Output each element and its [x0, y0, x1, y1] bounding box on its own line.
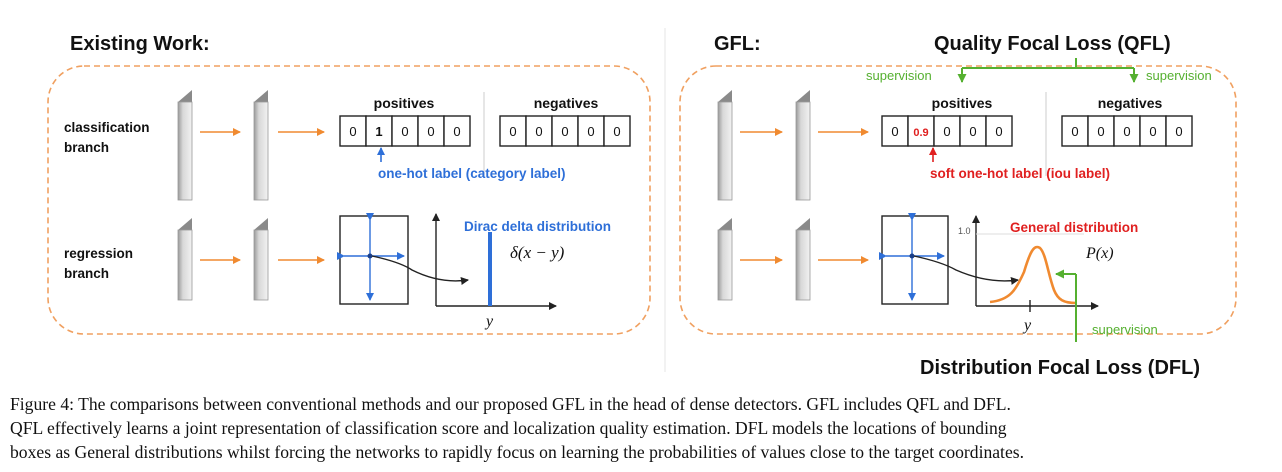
left-classification-label-line2: branch	[64, 140, 109, 155]
dfl-supervision-bracket	[1055, 269, 1077, 342]
figure-caption: Figure 4: The comparisons between conven…	[10, 392, 1278, 464]
label-cell-value: 0	[1097, 124, 1104, 139]
right-panel-title: GFL:	[714, 33, 761, 55]
right-dist-title: General distribution	[1010, 220, 1138, 235]
label-cell-value: 0	[1123, 124, 1130, 139]
label-cell-value: 0	[561, 124, 568, 139]
label-cell-value: 0	[427, 124, 434, 139]
left-axis-label: y	[484, 313, 494, 330]
caption-line-2: QFL effectively learns a joint represent…	[10, 418, 1007, 438]
label-cell	[551, 115, 579, 147]
supervision-label-bottom: supervision	[1092, 322, 1158, 337]
caption-line-1: Figure 4: The comparisons between conven…	[10, 394, 1011, 414]
right-box-to-dist-arrow	[913, 255, 1019, 285]
label-cell-value: 0	[969, 124, 976, 139]
right-reg-feature-map-1	[717, 218, 733, 301]
label-cell-value: 0	[613, 124, 620, 139]
label-cell-value: 0	[943, 124, 950, 139]
right-axis-label: y	[1022, 317, 1032, 334]
label-cell-value: 0	[1071, 124, 1078, 139]
left-regression-label-line1: regression	[64, 246, 133, 261]
label-cell	[391, 115, 419, 147]
left-panel-title: Existing Work:	[70, 33, 210, 55]
right-positives-vector: 0 0.9 0 0 0	[881, 115, 1013, 147]
label-cell	[499, 115, 527, 147]
dfl-title: Distribution Focal Loss (DFL)	[920, 357, 1200, 379]
left-cls-feature-map-2	[253, 90, 269, 201]
gfl-comparison-figure: Existing Work: classification branch reg…	[47, 28, 1237, 379]
left-dist-formula: δ(x − y)	[510, 243, 565, 262]
right-general-dist-plot	[972, 215, 1099, 312]
label-cell-value: 0	[995, 124, 1002, 139]
left-label-note: one-hot label (category label)	[378, 166, 566, 181]
label-cell	[881, 115, 909, 147]
right-panel-dashed-border	[679, 65, 1237, 335]
label-cell-value: 0	[401, 124, 408, 139]
right-axis-tick-top: 1.0	[958, 226, 971, 236]
label-cell	[959, 115, 987, 147]
label-cell	[443, 115, 471, 147]
left-box-to-dist-arrow	[371, 255, 469, 285]
left-positives-vector: 0 1 0 0 0	[339, 115, 471, 147]
label-cell-value: 0	[891, 124, 898, 139]
left-negatives-vector: 0 0 0 0 0	[499, 115, 631, 147]
label-cell-value: 0	[453, 124, 460, 139]
right-cls-feature-map-2	[795, 90, 811, 201]
left-cls-feature-map-1	[177, 90, 193, 201]
label-cell	[1139, 115, 1167, 147]
left-reg-feature-map-2	[253, 218, 269, 301]
right-reg-feature-map-2	[795, 218, 811, 301]
label-cell	[1165, 115, 1193, 147]
qfl-supervision-bracket	[957, 58, 1139, 83]
left-negatives-label: negatives	[534, 95, 599, 111]
left-panel-dashed-border	[47, 65, 651, 335]
left-bounding-box	[337, 213, 409, 305]
label-cell	[907, 115, 935, 147]
label-cell	[933, 115, 961, 147]
label-cell-value: 0	[1149, 124, 1156, 139]
left-dirac-plot	[432, 213, 557, 310]
right-positives-label: positives	[932, 95, 993, 111]
label-cell-value: 0	[349, 124, 356, 139]
left-regression-label-line2: branch	[64, 266, 109, 281]
right-cls-feature-map-1	[717, 90, 733, 201]
label-cell-value: 0	[1175, 124, 1182, 139]
general-distribution-curve	[989, 245, 1077, 305]
left-dist-title: Dirac delta distribution	[464, 219, 611, 234]
label-cell-value: 1	[375, 124, 382, 139]
right-negatives-label: negatives	[1098, 95, 1163, 111]
label-cell-value: 0	[587, 124, 594, 139]
label-cell	[603, 115, 631, 147]
label-cell-value: 0	[509, 124, 516, 139]
right-label-note: soft one-hot label (iou label)	[930, 166, 1110, 181]
label-cell	[1061, 115, 1089, 147]
left-classification-label-line1: classification	[64, 120, 150, 135]
right-dist-formula: P(x)	[1085, 245, 1114, 262]
qfl-title: Quality Focal Loss (QFL)	[934, 33, 1171, 55]
supervision-label-left: supervision	[866, 68, 932, 83]
label-cell	[365, 115, 393, 147]
left-reg-feature-map-1	[177, 218, 193, 301]
label-cell	[1087, 115, 1115, 147]
label-cell	[985, 115, 1013, 147]
supervision-label-right: supervision	[1146, 68, 1212, 83]
right-bounding-box	[879, 213, 949, 305]
left-positives-label: positives	[374, 95, 435, 111]
label-cell-value: 0.9	[913, 127, 928, 139]
caption-line-3: boxes as General distributions whilst fo…	[10, 442, 1025, 462]
right-negatives-vector: 0 0 0 0 0	[1061, 115, 1193, 147]
label-cell-value: 0	[535, 124, 542, 139]
